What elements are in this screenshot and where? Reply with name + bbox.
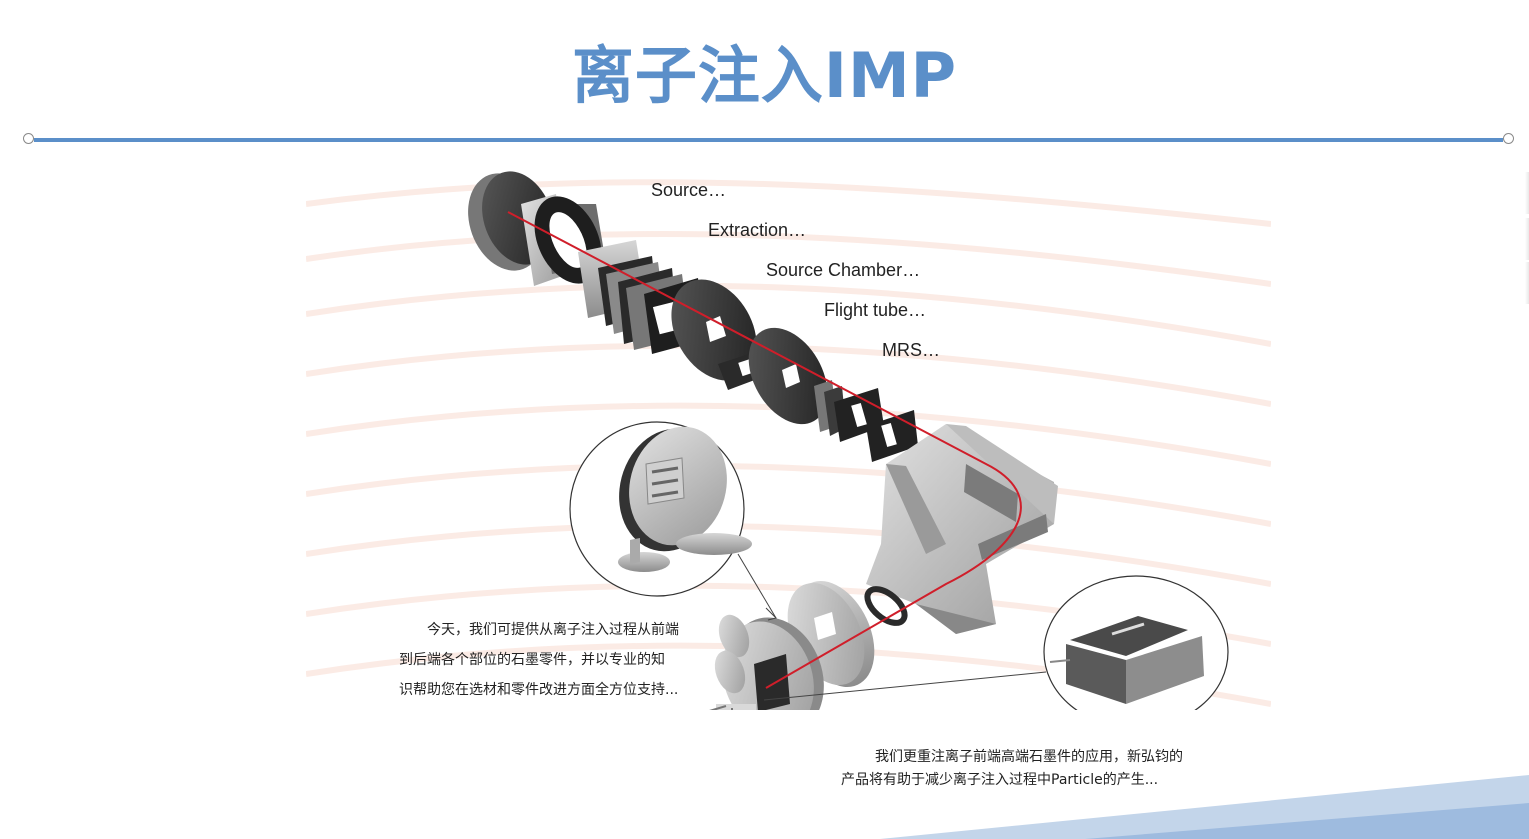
ion-beam-path	[507, 211, 1022, 689]
caption-line: 我们更重注离子前端高端石墨件的应用，新弘钧的	[875, 749, 1183, 765]
callout-pointer	[737, 553, 777, 619]
callout-pointer	[763, 671, 1047, 701]
mrs-plates	[748, 327, 918, 462]
caption-front-end-graphite: 我们更重注离子前端高端石墨件的应用，新弘钧的 产品将有助于减少离子注入过程中Pa…	[841, 746, 1183, 792]
ion-implanter-exploded-diagram: Source… Extraction… Source Chamber… Flig…	[306, 164, 1271, 710]
title-divider	[34, 138, 1503, 142]
beam-ring	[864, 586, 908, 626]
slide-title: 离子注入IMP	[571, 39, 958, 112]
caption-line: 到后端各个部位的石墨零件，并以专业的知	[399, 652, 665, 668]
edge-tab	[1525, 172, 1529, 214]
callout-arc-chamber	[1043, 575, 1229, 710]
divider-endpoint-right	[1503, 133, 1514, 144]
analyzer-magnet-housing	[866, 424, 1058, 634]
stage-label-mrs: MRS…	[882, 340, 940, 360]
flight-tube-disc	[671, 279, 757, 381]
caption-line: 识帮助您在选材和零件改进方面全方位支持...	[399, 682, 679, 698]
front-end-assembly	[709, 614, 824, 710]
edge-tab	[1525, 262, 1529, 304]
stage-label-source: Source…	[651, 180, 727, 200]
callout-electrode-plate	[569, 421, 752, 597]
caption-front-to-back: 今天，我们可提供从离子注入过程从前端 到后端各个部位的石墨零件，并以专业的知 识…	[399, 615, 679, 705]
diagram-illustration	[306, 171, 1271, 710]
divider-endpoint-left	[23, 133, 34, 144]
edge-tab	[1525, 218, 1529, 260]
caption-line: 产品将有助于减少离子注入过程中Particle的产生...	[841, 772, 1159, 788]
stage-label-source-chamber: Source Chamber…	[766, 260, 921, 280]
caption-line: 今天，我们可提供从离子注入过程从前端	[427, 622, 679, 638]
stage-label-flight-tube: Flight tube…	[824, 300, 927, 320]
stage-label-extraction: Extraction…	[708, 220, 807, 240]
